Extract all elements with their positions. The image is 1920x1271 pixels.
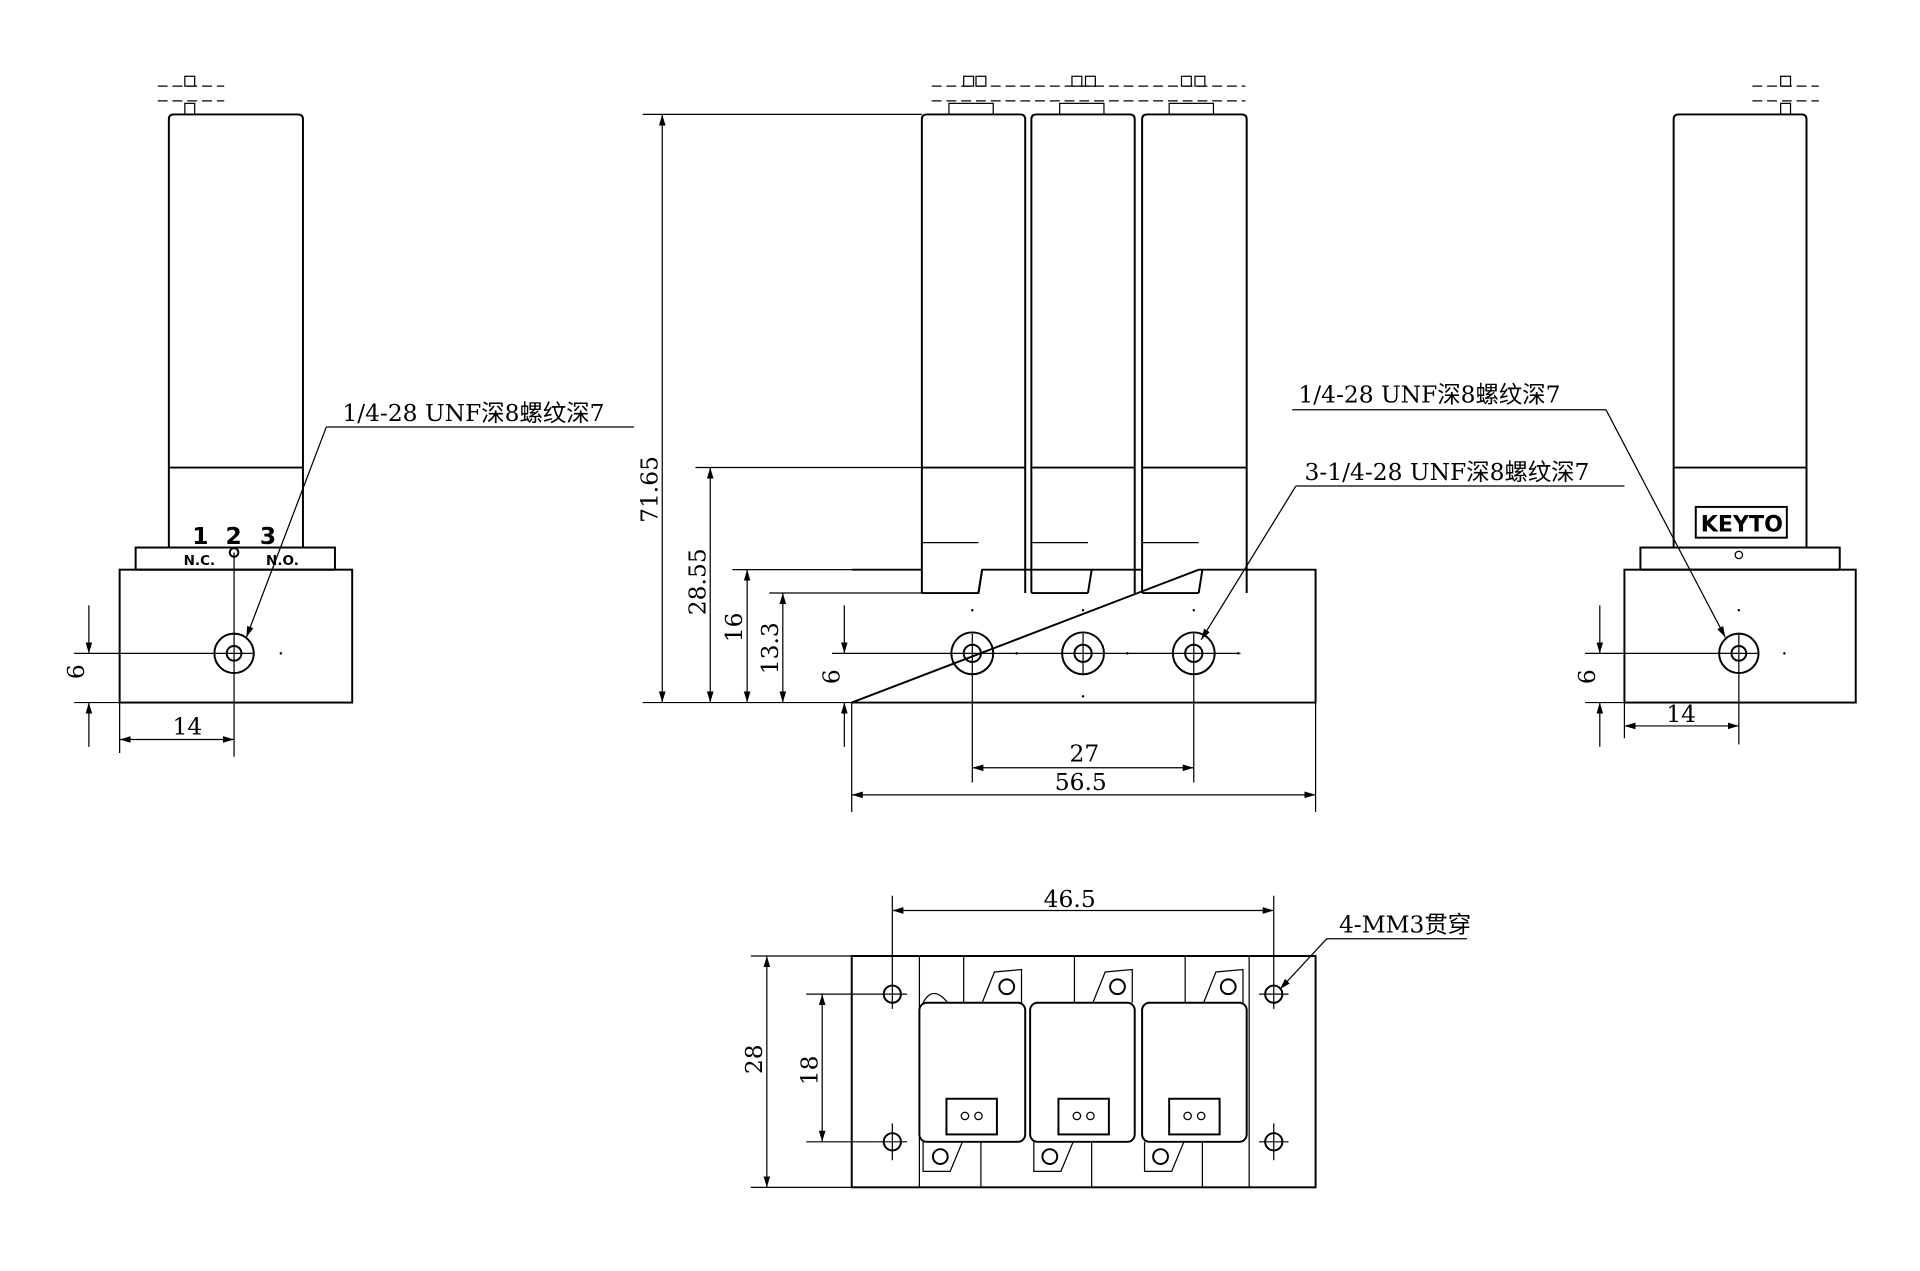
dim-6-text: 6	[817, 669, 845, 684]
thread-callout: 1/4-28 UNF深8螺纹深7	[245, 399, 634, 638]
dim-71-65-text: 71.65	[635, 456, 663, 523]
dimension-16: 16	[720, 569, 852, 703]
valve-coil-2	[1030, 113, 1136, 594]
indicator-icon	[1734, 550, 1744, 560]
manifold-base	[118, 568, 354, 704]
thread-callout-text: 1/4-28 UNF深8螺纹深7	[1298, 380, 1560, 408]
terminal-pin	[157, 75, 225, 116]
valve-coil	[1672, 113, 1808, 548]
dim-13-3-text: 13.3	[756, 622, 784, 674]
dim-28-55-text: 28.55	[683, 548, 711, 615]
dim-6-text: 6	[1573, 669, 1601, 684]
dim-56-5-text: 56.5	[1055, 768, 1107, 796]
dim-14-text: 14	[1666, 700, 1696, 728]
mount-callout-text: 4-MM3贯穿	[1339, 911, 1471, 939]
valve-flange	[134, 546, 336, 571]
nc-label: N.C.	[184, 553, 216, 569]
valve-coil-3	[1141, 113, 1248, 594]
port-hole	[74, 552, 283, 757]
bottom-view: 46.5 28 18 4-MM3贯穿	[740, 885, 1471, 1189]
no-label: N.O.	[266, 553, 299, 569]
thread-callout-text: 1/4-28 UNF深8螺纹深7	[342, 399, 604, 427]
brand-label: KEYTO	[1701, 512, 1783, 538]
dimension-71-65: 71.65	[635, 113, 922, 704]
thread-callout: 3-1/4-28 UNF深8螺纹深7	[1200, 458, 1625, 641]
valve-footprints	[918, 968, 1248, 1172]
dimension-6: 6	[1573, 605, 1625, 747]
dim-16-text: 16	[720, 613, 748, 643]
dimension-6: 6	[62, 605, 120, 747]
port-1-label: 1	[192, 522, 208, 550]
manifold-base	[1623, 568, 1857, 704]
thread-callout-text: 3-1/4-28 UNF深8螺纹深7	[1305, 458, 1590, 486]
port-2-label: 2	[225, 522, 241, 550]
terminal-pins	[931, 75, 1246, 116]
dim-6-text: 6	[62, 664, 90, 679]
valve-coil	[167, 113, 304, 548]
dimension-56-5: 56.5	[851, 702, 1317, 813]
dimension-13-3: 13.3	[756, 592, 922, 703]
section-dividers	[918, 956, 1250, 1188]
dim-27-text: 27	[1070, 740, 1100, 768]
mount-callout: 4-MM3贯穿	[1279, 911, 1471, 990]
brand-label-box	[1694, 505, 1788, 539]
port-holes	[832, 609, 1241, 783]
manifold-base-outline	[850, 955, 1317, 1189]
port-3-label: 3	[260, 522, 276, 550]
dimension-28: 28	[740, 955, 852, 1188]
left-side-view: 1 2 3 N.C. N.O. 1/4-28 UNF深8螺纹深7 6 14	[62, 75, 634, 757]
valve-coil-1	[920, 113, 1027, 594]
dim-14-text: 14	[173, 713, 203, 741]
dim-46-5-text: 46.5	[1044, 885, 1096, 913]
dim-18-text: 18	[795, 1055, 823, 1085]
dimension-46-5: 46.5	[891, 885, 1275, 1009]
dimension-14: 14	[1623, 700, 1739, 739]
front-view: 71.65 28.55 16 13.3 6 27 56.5 3-1/4-28 U…	[635, 75, 1625, 813]
dimension-18: 18	[795, 993, 878, 1143]
right-side-view: KEYTO 1/4-28 UNF深8螺纹深7 6 14	[1292, 75, 1857, 747]
dimension-6: 6	[817, 605, 848, 747]
dimension-27: 27	[972, 740, 1194, 772]
dimension-28-55: 28.55	[683, 466, 922, 703]
terminal-pin	[1752, 75, 1819, 116]
dimension-14: 14	[119, 702, 235, 754]
thread-callout: 1/4-28 UNF深8螺纹深7	[1292, 380, 1726, 638]
dim-28-text: 28	[740, 1044, 768, 1074]
